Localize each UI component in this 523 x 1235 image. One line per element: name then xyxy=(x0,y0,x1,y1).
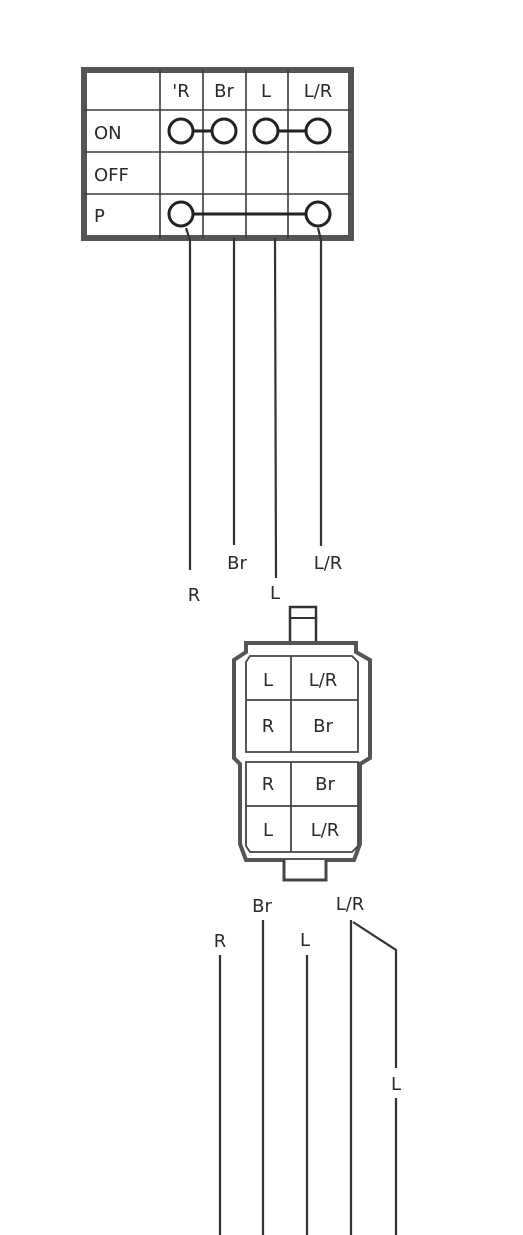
connector-pin-label: Br xyxy=(315,774,335,795)
lead-label-l: L xyxy=(270,583,280,604)
switch-leads xyxy=(184,227,323,579)
connector-lock-tab xyxy=(288,605,318,645)
switch-continuity-table: 'R Br L L/R ON OFF P xyxy=(81,67,354,241)
connector-pin-label: L/R xyxy=(309,670,338,691)
terminal-circle xyxy=(304,200,332,228)
harness-branch-wire-upper xyxy=(352,921,398,1068)
terminal-circle xyxy=(304,117,332,145)
connector-pin-label: Br xyxy=(313,716,333,737)
wire-lr xyxy=(316,227,323,546)
table-frame xyxy=(81,67,354,241)
lead-label-br: Br xyxy=(227,553,247,574)
wire-r xyxy=(184,227,192,570)
lead-label-r: R xyxy=(188,585,201,606)
connector-upper-half xyxy=(245,655,359,753)
terminal-circle xyxy=(167,200,195,228)
connector-pin-label: R xyxy=(262,716,275,737)
column-header: 'R xyxy=(172,81,189,102)
terminal-circle xyxy=(210,117,238,145)
harness-label-r: R xyxy=(214,931,227,952)
connector-lower-half xyxy=(245,761,359,853)
wire-l xyxy=(273,237,278,579)
lead-label-lr: L/R xyxy=(314,553,343,574)
connector-pin-label: R xyxy=(262,774,275,795)
harness-leads xyxy=(218,920,398,1235)
harness-label-l: L xyxy=(300,930,310,951)
harness-label-lr: L/R xyxy=(336,894,365,915)
connector-bottom-tab xyxy=(282,860,328,882)
column-header: L xyxy=(261,81,271,102)
column-header: Br xyxy=(214,81,234,102)
continuity-p xyxy=(167,200,332,228)
connector-pin-label: L xyxy=(263,670,273,691)
connector-pin-label: L/R xyxy=(311,820,340,841)
row-header-p: P xyxy=(94,206,105,227)
row-header-on: ON xyxy=(94,123,122,144)
continuity-on xyxy=(167,117,332,145)
terminal-circle xyxy=(167,117,195,145)
connector: L L/R R Br R Br L L/R xyxy=(232,605,372,882)
harness-label-br: Br xyxy=(252,896,272,917)
row-header-off: OFF xyxy=(94,165,129,186)
connector-pin-label: L xyxy=(263,820,273,841)
terminal-circle xyxy=(252,117,280,145)
column-header: L/R xyxy=(304,81,333,102)
harness-label-branch-l: L xyxy=(391,1074,401,1095)
